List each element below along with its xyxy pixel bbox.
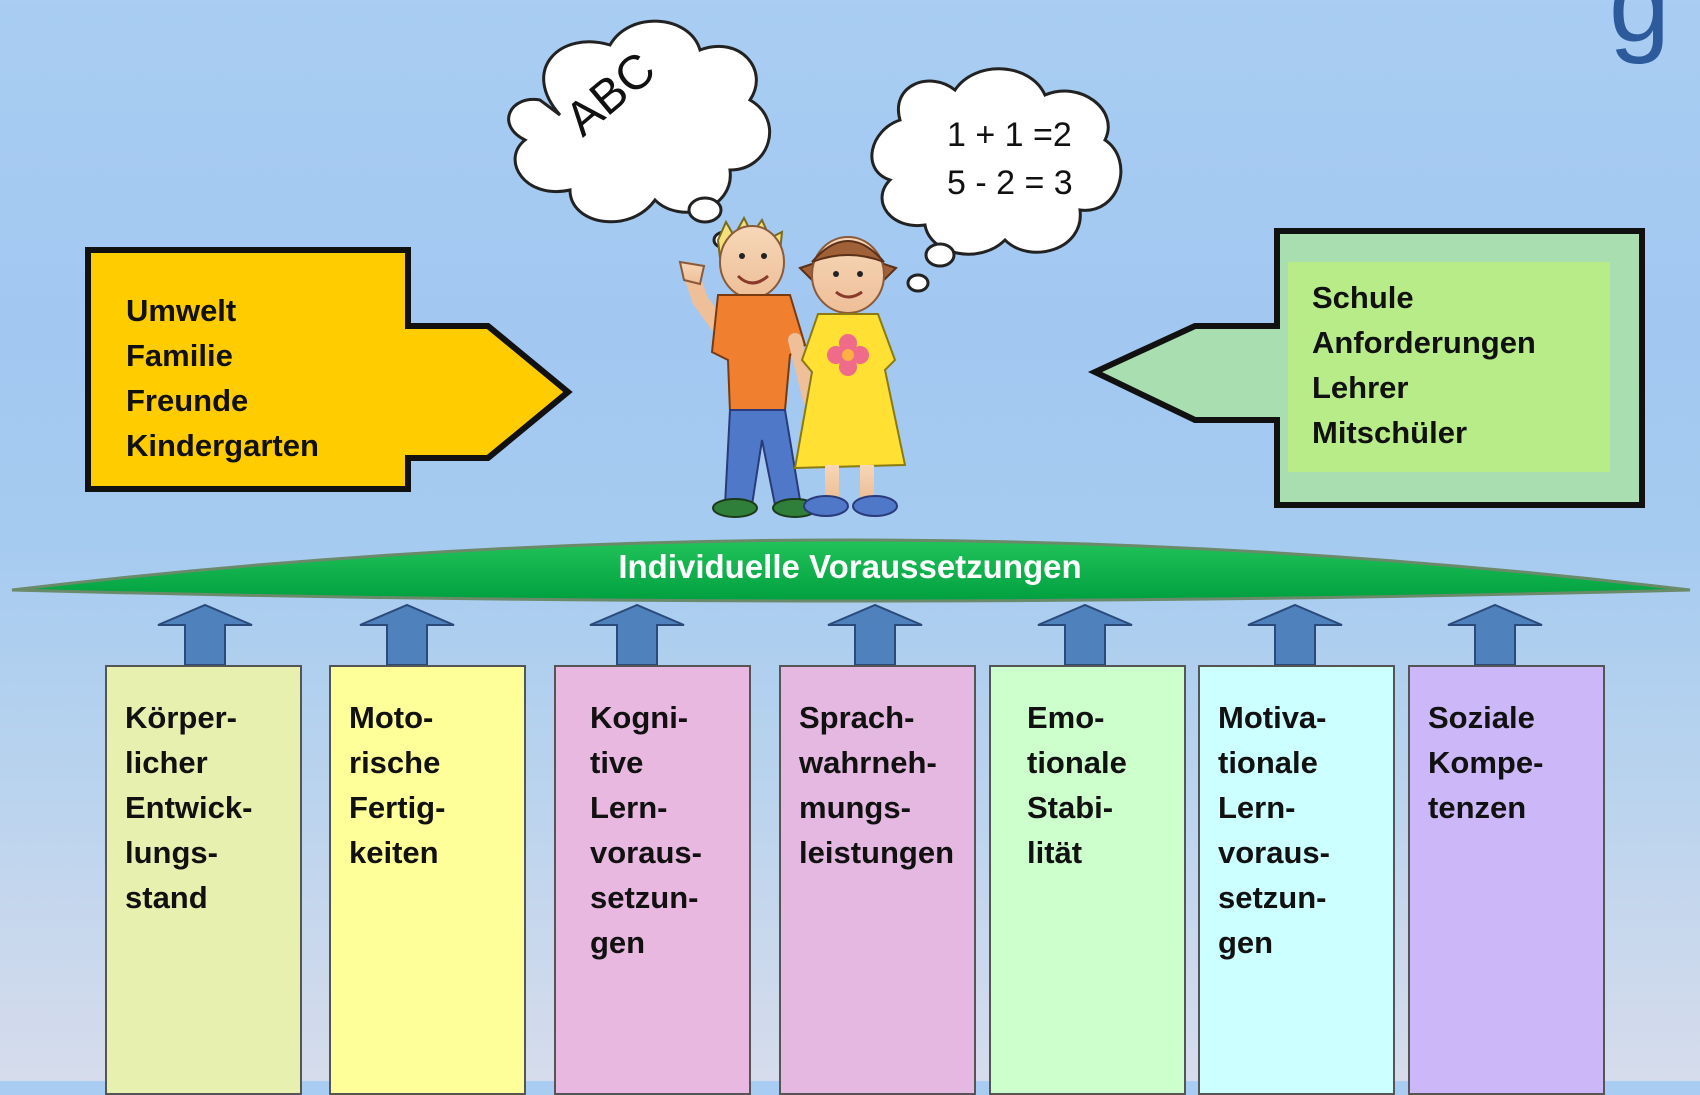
up-arrow-1 <box>157 603 253 666</box>
column-3: Kogni- tive Lern- voraus- setzun- gen <box>554 665 751 1095</box>
left-arrow-line-2: Familie <box>126 338 233 373</box>
column-7: Soziale Kompe- tenzen <box>1408 665 1605 1095</box>
left-arrow-line-1: Umwelt <box>126 293 237 328</box>
thought-cloud-right <box>870 67 1123 293</box>
left-arrow-line-3: Freunde <box>126 383 249 418</box>
column-1: Körper- licher Entwick- lungs- stand <box>105 665 302 1095</box>
left-arrow-environment <box>85 247 573 492</box>
right-arrow-line-4: Mitschüler <box>1312 415 1468 450</box>
up-arrow-6 <box>1247 603 1343 666</box>
column-5-text: Emo- tionale Stabi- lität <box>1027 700 1127 870</box>
column-2: Moto- rische Fertig- keiten <box>329 665 526 1095</box>
title-fragment: g <box>1608 0 1670 65</box>
column-6: Motiva- tionale Lern- voraus- setzun- ge… <box>1198 665 1395 1095</box>
thought-right-line2: 5 - 2 = 3 <box>947 164 1073 202</box>
column-6-text: Motiva- tionale Lern- voraus- setzun- ge… <box>1218 700 1330 960</box>
column-1-text: Körper- licher Entwick- lungs- stand <box>125 700 253 915</box>
base-label: Individuelle Voraussetzungen <box>618 548 1082 585</box>
right-arrow-text: Schule Anforderungen Lehrer Mitschüler <box>1312 275 1536 455</box>
base-ellipse <box>11 538 1691 603</box>
column-7-text: Soziale Kompe- tenzen <box>1428 700 1544 825</box>
right-arrow-school <box>1087 228 1645 508</box>
up-arrow-2 <box>359 603 455 666</box>
up-arrow-4 <box>827 603 923 666</box>
right-arrow-line-1: Schule <box>1312 280 1414 315</box>
up-arrow-7 <box>1447 603 1543 666</box>
up-arrow-3 <box>589 603 685 666</box>
right-arrow-line-3: Lehrer <box>1312 370 1409 405</box>
column-2-text: Moto- rische Fertig- keiten <box>349 700 446 870</box>
column-3-text: Kogni- tive Lern- voraus- setzun- gen <box>590 700 702 960</box>
left-arrow-line-4: Kindergarten <box>126 428 319 463</box>
column-4: Sprach- wahrneh- mungs- leistungen <box>779 665 976 1095</box>
column-5: Emo- tionale Stabi- lität <box>989 665 1186 1095</box>
right-arrow-inner-panel <box>1288 262 1610 472</box>
girl-figure <box>793 236 907 517</box>
boy-figure <box>678 215 818 518</box>
left-arrow-text: Umwelt Familie Freunde Kindergarten <box>126 288 319 468</box>
column-4-text: Sprach- wahrneh- mungs- leistungen <box>799 700 955 870</box>
thought-right-line1: 1 + 1 =2 <box>947 116 1072 154</box>
up-arrow-5 <box>1037 603 1133 666</box>
right-arrow-line-2: Anforderungen <box>1312 325 1536 360</box>
up-arrows <box>157 603 1543 666</box>
